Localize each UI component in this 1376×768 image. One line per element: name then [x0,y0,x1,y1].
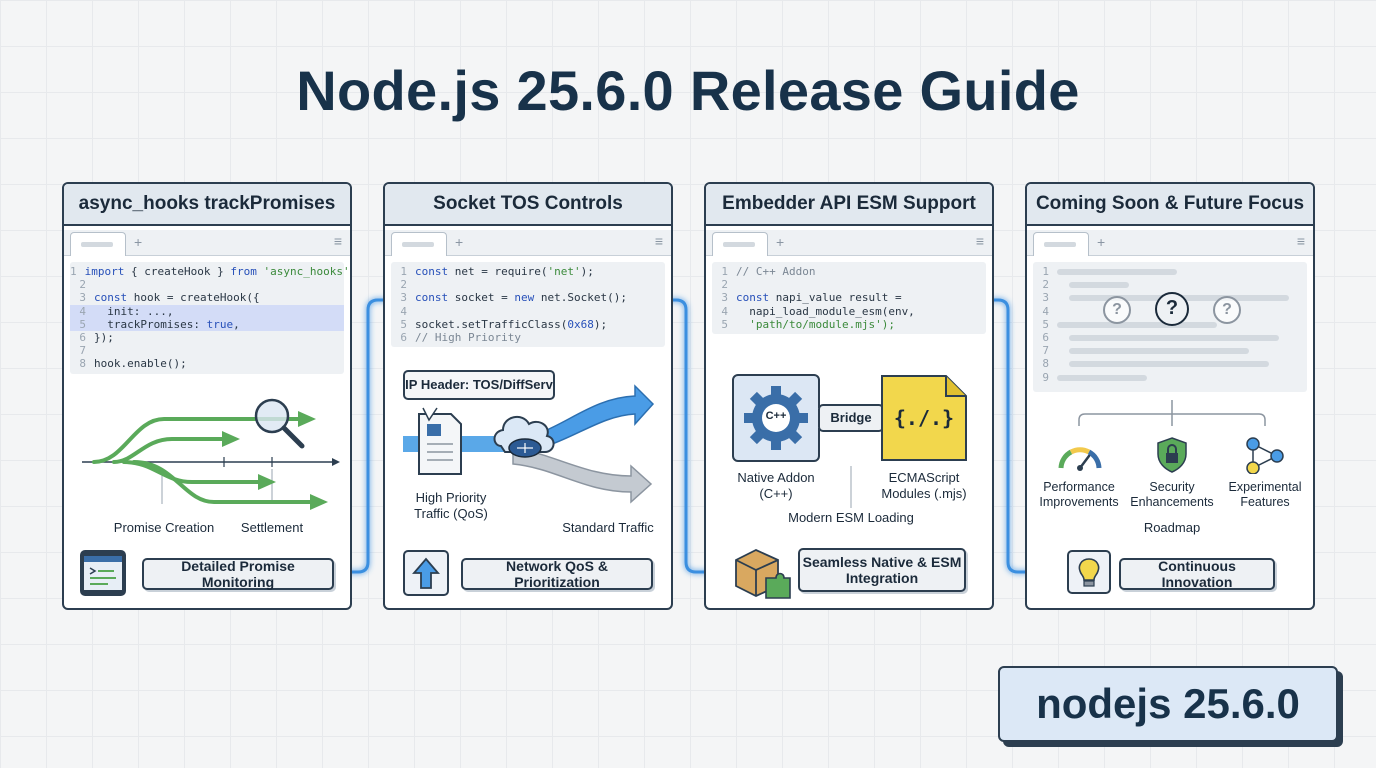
shield-lock-icon [1157,437,1187,473]
menu-icon[interactable]: ≡ [654,233,663,249]
up-arrow-icon [403,550,449,596]
promise-creation-label: Promise Creation [113,520,215,535]
ip-header-callout: IP Header: TOS/DiffServ [403,370,555,400]
standard-traffic-label: Standard Traffic [562,520,654,535]
panel-title: Embedder API ESM Support [706,184,992,226]
editor-tabbar: + ≡ [706,230,992,256]
security-label: Security [1149,480,1195,494]
experimental-label-line2: Features [1240,495,1290,509]
settlement-label: Settlement [240,520,304,535]
editor-tab[interactable] [1033,232,1089,256]
editor-tab[interactable] [712,232,768,256]
editor-tabbar: + ≡ [64,230,350,256]
question-icon: ? [1155,292,1189,326]
blurred-code-block: 1 2 3 4 5 6 7 8 9 [1033,262,1307,392]
continuous-innovation-button[interactable]: Continuous Innovation [1119,558,1275,590]
seamless-native-esm-button[interactable]: Seamless Native & ESM Integration [798,548,966,592]
panel-embedder-esm: Embedder API ESM Support + ≡ 1// C++ Add… [704,182,994,610]
menu-icon[interactable]: ≡ [975,233,984,249]
new-tab-icon[interactable]: + [776,234,785,250]
roadmap-tree-lines [1078,400,1266,426]
js-file-icon: {./.} [880,374,968,462]
high-priority-label: High Priority [415,490,487,505]
gear-icon [744,386,808,450]
magnifier-icon [254,398,305,449]
new-tab-icon[interactable]: + [134,234,143,250]
terminal-icon [80,550,126,596]
panel-title: async_hooks trackPromises [64,184,350,226]
cloud-router-icon [493,415,555,458]
editor-tab[interactable] [70,232,126,256]
performance-label: Performance [1043,480,1115,494]
new-tab-icon[interactable]: + [455,234,464,250]
security-label-line2: Enhancements [1130,495,1214,509]
version-badge: nodejs 25.6.0 [998,666,1338,742]
menu-icon[interactable]: ≡ [1296,233,1305,249]
native-addon-box: C++ [732,374,820,462]
bridge-label: Bridge [818,404,884,432]
native-addon-label: Native Addon [737,470,815,485]
high-priority-label-line2: Traffic (QoS) [414,506,488,521]
question-icon: ? [1213,296,1241,324]
esm-label-line2: Modules (.mjs) [881,486,967,501]
panel-title: Coming Soon & Future Focus [1027,184,1313,226]
panel-future-focus: Coming Soon & Future Focus + ≡ 1 2 3 4 5… [1025,182,1315,610]
promise-flow-diagram [82,398,340,510]
experimental-label: Experimental [1228,480,1302,494]
lightbulb-icon [1067,550,1111,594]
performance-label-line2: Improvements [1039,495,1119,509]
panel-title: Socket TOS Controls [385,184,671,226]
esm-label: ECMAScript [888,470,960,485]
native-addon-label-line2: (C++) [759,486,793,501]
menu-icon[interactable]: ≡ [333,233,342,249]
question-icon: ? [1103,296,1131,324]
cpp-glyph: C++ [765,410,787,422]
traffic-diagram [403,384,655,504]
detailed-promise-monitoring-button[interactable]: Detailed Promise Monitoring [142,558,334,590]
gauge-icon [1058,447,1102,471]
network-qos-button[interactable]: Network QoS & Prioritization [461,558,653,590]
editor-tabbar: + ≡ [1027,230,1313,256]
roadmap-label: Roadmap [1143,520,1201,535]
modern-esm-loading-label: Modern ESM Loading [788,510,914,525]
editor-tab[interactable] [391,232,447,256]
editor-tabbar: + ≡ [385,230,671,256]
page-title: Node.js 25.6.0 Release Guide [296,59,1080,122]
package-puzzle-icon [730,542,794,602]
packet-document-icon [418,413,462,475]
new-tab-icon[interactable]: + [1097,234,1106,250]
nodes-icon [1246,437,1284,474]
